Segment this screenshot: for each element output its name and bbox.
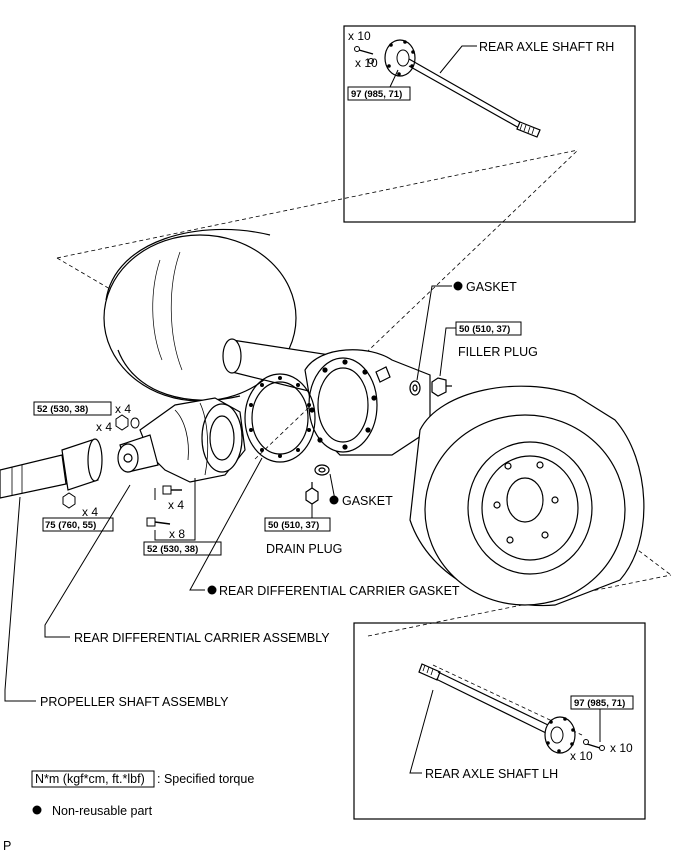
- rear-wheel-right-near: [409, 385, 645, 607]
- propeller-shaft-illustration: [0, 438, 103, 499]
- gasket-drain-label: GASKET: [342, 494, 393, 508]
- rh-bolt-icon: [354, 46, 374, 55]
- rear-differential-carrier-illustration: [117, 397, 246, 483]
- carrier-gasket-bullet: [207, 585, 217, 595]
- filler-plug-leader: [439, 327, 456, 377]
- legend-non-reusable-bullet: [32, 805, 42, 815]
- propeller-nut-qty: x 4: [82, 505, 98, 519]
- gasket-top-bullet: [453, 281, 463, 291]
- rh-shaft-torque-box: [347, 86, 411, 101]
- gasket-top-leader: [416, 285, 452, 381]
- legend-torque-units: N*m (kgf*cm, ft.*lbf): [35, 772, 145, 786]
- propeller-shaft-leader: [4, 496, 36, 702]
- rh-washer-qty: x 10: [355, 56, 378, 70]
- propeller-nut-torque: 75 (760, 55): [45, 520, 96, 531]
- carrier-washer-qty: x 4: [96, 420, 112, 434]
- rh-shaft-leader: [439, 45, 477, 74]
- filler-plug-icon: [431, 377, 452, 397]
- rear-differential-carrier-gasket-illustration: [244, 373, 316, 463]
- rear-axle-shaft-rh-label: REAR AXLE SHAFT RH: [479, 40, 614, 54]
- carrier-bolt-qty: x 8: [169, 527, 185, 541]
- gasket-drain-bullet: [329, 495, 339, 505]
- carrier-nut-torque-box: [33, 401, 112, 416]
- carrier-bolt-bracket: [154, 478, 196, 541]
- rh-bolt-qty: x 10: [348, 29, 371, 43]
- axle-housing-center: [304, 349, 431, 456]
- rh-torque-leader: [389, 69, 399, 88]
- carrier-gasket-leader: [189, 457, 263, 591]
- lh-bolt-icon: [586, 743, 605, 751]
- carrier-nut-qty: x 4: [115, 402, 131, 416]
- lh-shaft-leader: [409, 689, 434, 774]
- propeller-shaft-label: PROPELLER SHAFT ASSEMBLY: [40, 695, 229, 709]
- drain-gasket-icon: [314, 464, 330, 476]
- drain-plug-label: DRAIN PLUG: [266, 542, 342, 556]
- legend-torque-text: : Specified torque: [157, 772, 254, 786]
- corner-mark: P: [3, 839, 11, 853]
- rear-axle-shaft-lh-label: REAR AXLE SHAFT LH: [425, 767, 558, 781]
- lh-washer-qty: x 10: [570, 749, 593, 763]
- filler-plug-torque: 50 (510, 37): [459, 324, 510, 335]
- lh-shaft-torque: 97 (985, 71): [574, 698, 625, 709]
- drain-plug-torque-box: [264, 517, 331, 532]
- gasket-top-label: GASKET: [466, 280, 517, 294]
- filler-plug-label: FILLER PLUG: [458, 345, 538, 359]
- rh-shaft-torque: 97 (985, 71): [351, 89, 402, 100]
- lh-shaft-inset-frame: [353, 622, 646, 820]
- drain-plug-torque: 50 (510, 37): [268, 520, 319, 531]
- carrier-bolt-icon: [146, 517, 171, 527]
- carrier-nut-icon: [115, 414, 140, 431]
- carrier-stud-icon: [162, 485, 182, 495]
- lh-washer-icon: [583, 739, 589, 745]
- carrier-nut-torque: 52 (530, 38): [37, 404, 88, 415]
- legend-non-reusable-text: Non-reusable part: [52, 804, 153, 818]
- rear-axle-shaft-lh-illustration: [418, 663, 576, 754]
- carrier-gasket-label: REAR DIFFERENTIAL CARRIER GASKET: [219, 584, 460, 598]
- carrier-stud-qty: x 4: [168, 498, 184, 512]
- legend-torque-box: [31, 770, 155, 788]
- filler-gasket-icon: [409, 380, 421, 396]
- rear-axle-shaft-rh-illustration: [384, 39, 541, 138]
- propeller-nut-torque-box: [42, 517, 114, 532]
- rh-washer-icon: [368, 58, 374, 64]
- lh-shaft-torque-box: [570, 695, 634, 710]
- carrier-bolt-torque-box: [143, 541, 222, 556]
- carrier-bolt-torque: 52 (530, 38): [147, 544, 198, 555]
- drain-plug-icon: [305, 482, 319, 505]
- lh-bolt-qty: x 10: [610, 741, 633, 755]
- propeller-nut-icon: [62, 492, 76, 509]
- rh-shaft-inset-frame: [343, 25, 636, 223]
- carrier-assembly-leader: [44, 484, 131, 638]
- carrier-assembly-label: REAR DIFFERENTIAL CARRIER ASSEMBLY: [74, 631, 330, 645]
